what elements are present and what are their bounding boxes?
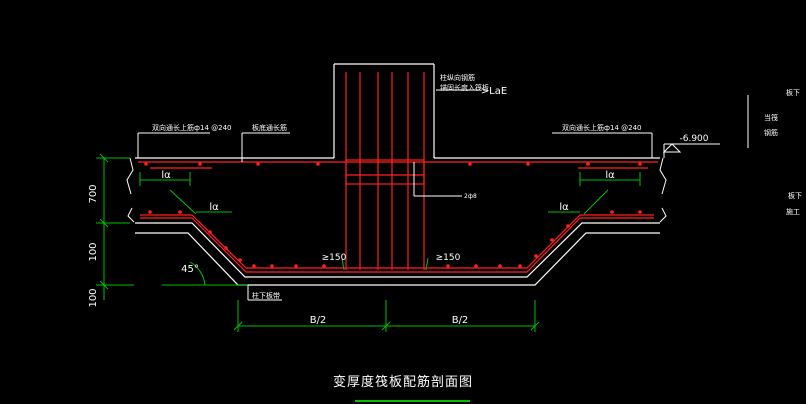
leader-lines bbox=[137, 89, 749, 301]
note-right-2: 当筏 bbox=[764, 113, 778, 122]
dim-half-right: B/2 bbox=[452, 315, 469, 326]
dim-100-bottom: 100 bbox=[88, 288, 99, 307]
anchor-label: >LaE bbox=[481, 86, 507, 97]
note-bottom: 柱下板带 bbox=[252, 291, 280, 300]
dim-half-left: B/2 bbox=[310, 315, 327, 326]
lap-label-right-mid: lα bbox=[559, 202, 569, 213]
note-top-mid: 板底通长筋 bbox=[252, 123, 287, 132]
note-stirrup: 2ф8 bbox=[464, 193, 477, 200]
raft-outline bbox=[135, 157, 660, 286]
elevation-marker-icon bbox=[662, 143, 682, 153]
note-right-3: 钢筋 bbox=[764, 128, 778, 137]
min-dist-right: ≥150 bbox=[436, 253, 461, 263]
note-right-4: 板下 bbox=[788, 191, 802, 200]
rebar bbox=[138, 72, 658, 273]
note-top-left: 双向通长上筋ф14 @240 bbox=[152, 123, 231, 132]
angle-label: 45° bbox=[181, 264, 199, 275]
min-dist-left: ≥150 bbox=[322, 253, 347, 263]
lap-label-left-top: lα bbox=[161, 170, 171, 181]
note-top-right: 双向通长上筋ф14 @240 bbox=[562, 123, 641, 132]
note-right-5: 施工 bbox=[786, 207, 800, 216]
lap-label-right-top: lα bbox=[605, 170, 615, 181]
note-column-anchor: 锚固长度入筏板 bbox=[440, 83, 489, 92]
column-outline bbox=[333, 63, 435, 158]
break-marks bbox=[126, 157, 667, 223]
dim-100-mid: 100 bbox=[88, 242, 99, 261]
dimension-lines bbox=[96, 153, 641, 332]
rebar-dots bbox=[144, 162, 642, 268]
title-underline bbox=[355, 400, 470, 402]
lap-label-left-mid: lα bbox=[209, 202, 219, 213]
note-right-1: 板下 bbox=[786, 88, 800, 97]
note-column-bars: 柱纵向钢筋 bbox=[440, 73, 475, 82]
dim-700: 700 bbox=[88, 184, 99, 203]
drawing-title: 变厚度筏板配筋剖面图 bbox=[332, 375, 473, 390]
elevation-label: -6.900 bbox=[679, 134, 708, 144]
